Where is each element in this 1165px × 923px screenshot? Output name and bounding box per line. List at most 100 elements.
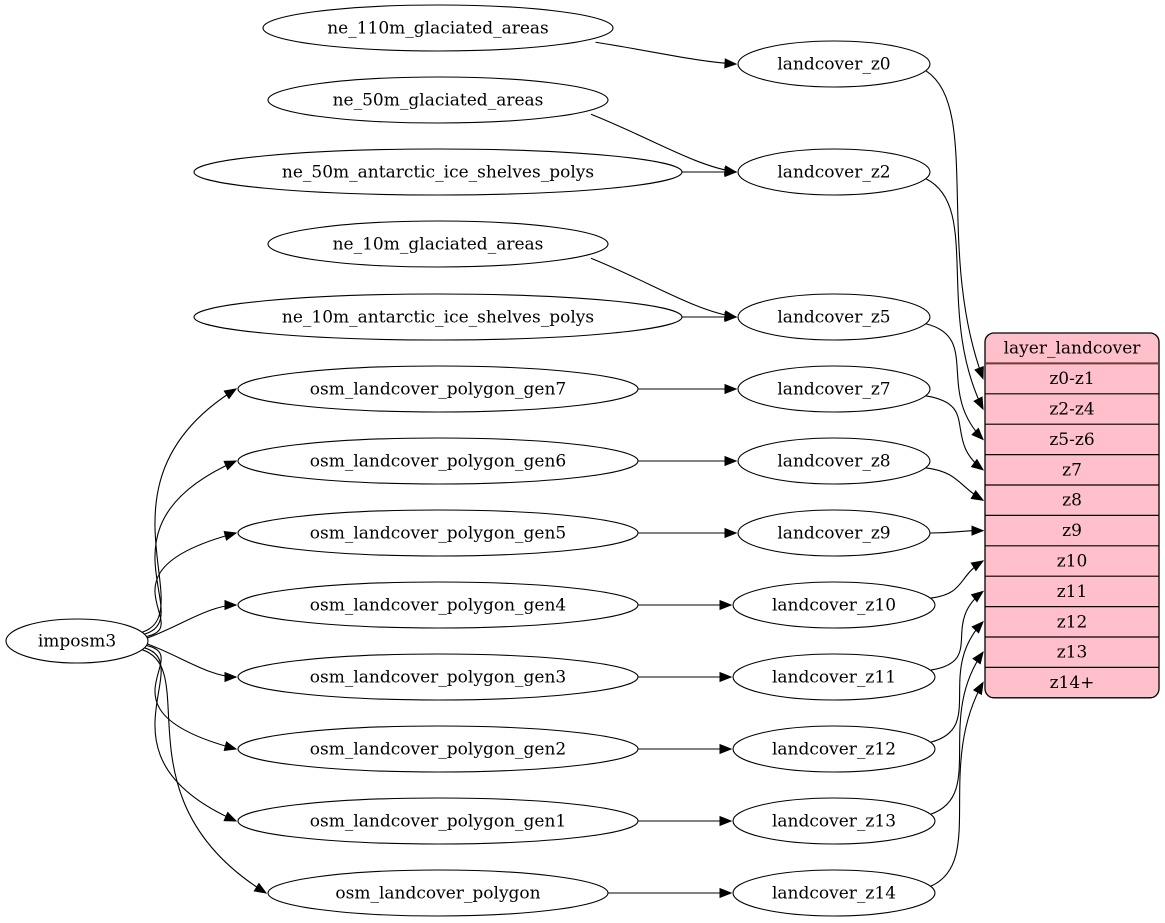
node-label: osm_landcover_polygon_gen6 [310, 452, 566, 472]
graph-node-ne_10m_antarctic_ice_shelves_polys[interactable]: ne_10m_antarctic_ice_shelves_polys [193, 293, 683, 341]
node-shape [732, 581, 936, 629]
node-label: imposm3 [38, 632, 116, 652]
edge-imposm3-to-osm_landcover_polygon_gen1 [142, 646, 237, 822]
node-shape [737, 509, 931, 557]
node-shape [732, 869, 936, 917]
edge-arrowhead [719, 671, 733, 683]
table-row-z2-z4[interactable]: z2-z4 [1049, 400, 1094, 420]
graph-node-ne_50m_antarctic_ice_shelves_polys[interactable]: ne_50m_antarctic_ice_shelves_polys [193, 148, 683, 196]
graph-node-ne_10m_glaciated_areas[interactable]: ne_10m_glaciated_areas [267, 220, 609, 268]
node-shape [237, 725, 639, 773]
graph-node-landcover_z12[interactable]: landcover_z12 [732, 725, 936, 773]
edge-arrowhead [972, 651, 984, 665]
node-label: landcover_z13 [772, 812, 896, 832]
graph-node-landcover_z13[interactable]: landcover_z13 [732, 797, 936, 845]
graph-node-imposm3[interactable]: imposm3 [5, 618, 149, 664]
edge-arrowhead [719, 743, 733, 755]
edge-imposm3-to-osm_landcover_polygon [142, 649, 267, 894]
graph-node-ne_50m_glaciated_areas[interactable]: ne_50m_glaciated_areas [267, 76, 609, 124]
node-shape [5, 618, 149, 664]
node-label: landcover_z2 [777, 163, 890, 183]
node-label: osm_landcover_polygon_gen3 [310, 668, 566, 688]
node-shape [267, 869, 609, 917]
graph-node-osm_landcover_polygon_gen2[interactable]: osm_landcover_polygon_gen2 [237, 725, 639, 773]
node-label: ne_10m_antarctic_ice_shelves_polys [282, 308, 594, 328]
table-row-z5-z6[interactable]: z5-z6 [1049, 430, 1094, 450]
node-label: landcover_z0 [777, 55, 890, 75]
edge-landcover_z13-to-z13 [930, 651, 984, 815]
node-label: osm_landcover_polygon [335, 884, 540, 904]
node-label: landcover_z10 [772, 596, 896, 616]
table-layer-landcover[interactable]: layer_landcoverz0-z1z2-z4z5-z6z7z8z9z10z… [984, 332, 1160, 699]
node-label: osm_landcover_polygon_gen1 [310, 812, 566, 832]
graph-node-osm_landcover_polygon[interactable]: osm_landcover_polygon [267, 869, 609, 917]
node-label: osm_landcover_polygon_gen2 [310, 740, 566, 760]
edge-arrowhead [724, 383, 738, 395]
edge-arrowhead [724, 58, 738, 69]
table-row-z11[interactable]: z11 [1057, 582, 1088, 602]
node-shape [237, 509, 639, 557]
edge-imposm3-to-osm_landcover_polygon_gen7 [142, 388, 237, 633]
table-row-z7[interactable]: z7 [1062, 460, 1082, 480]
node-shape [267, 76, 609, 124]
table-row-z12[interactable]: z12 [1057, 612, 1088, 632]
edge-arrowhead [972, 681, 984, 696]
nodes-layer: imposm3 ne_110m_glaciated_areas ne_50m_gla… [5, 4, 1160, 917]
graph-node-osm_landcover_polygon_gen7[interactable]: osm_landcover_polygon_gen7 [237, 365, 639, 413]
table-row-z0-z1[interactable]: z0-z1 [1049, 369, 1094, 389]
graph-node-landcover_z10[interactable]: landcover_z10 [732, 581, 936, 629]
edge-arrowhead [223, 741, 238, 752]
graph-node-osm_landcover_polygon_gen6[interactable]: osm_landcover_polygon_gen6 [237, 437, 639, 485]
node-shape [732, 725, 936, 773]
table-row-z10[interactable]: z10 [1057, 552, 1088, 572]
edge-landcover_z7-to-z7 [926, 395, 984, 471]
graph-node-osm_landcover_polygon_gen4[interactable]: osm_landcover_polygon_gen4 [237, 581, 639, 629]
node-label: ne_110m_glaciated_areas [327, 19, 549, 39]
graph-node-landcover_z7[interactable]: landcover_z7 [737, 365, 931, 413]
graph-node-landcover_z9[interactable]: landcover_z9 [737, 509, 931, 557]
edge-arrowhead [223, 530, 238, 541]
edge-arrowhead [970, 490, 985, 501]
graph-node-landcover_z8[interactable]: landcover_z8 [737, 437, 931, 485]
edge-arrowhead [224, 671, 238, 683]
table-row-z8[interactable]: z8 [1062, 491, 1082, 511]
node-label: ne_50m_antarctic_ice_shelves_polys [282, 163, 594, 183]
graph-node-osm_landcover_polygon_gen5[interactable]: osm_landcover_polygon_gen5 [237, 509, 639, 557]
graph-node-osm_landcover_polygon_gen1[interactable]: osm_landcover_polygon_gen1 [237, 797, 639, 845]
edge-ne_10m_glaciated_areas-to-landcover_z5 [590, 257, 737, 318]
edge-landcover_z11-to-z11 [930, 590, 984, 671]
edge-arrowhead [970, 458, 985, 471]
edge-arrowhead [224, 599, 238, 611]
node-label: ne_50m_glaciated_areas [333, 91, 544, 111]
edge-landcover_z5-to-z5-z6 [926, 323, 984, 440]
node-label: osm_landcover_polygon_gen4 [310, 596, 566, 616]
edge-arrowhead [724, 527, 738, 539]
edge-arrowhead [223, 811, 238, 822]
edge-arrowhead [253, 882, 268, 894]
edge-arrowhead [971, 525, 985, 536]
node-label: ne_10m_glaciated_areas [333, 235, 544, 255]
table-row-z14+[interactable]: z14+ [1050, 673, 1095, 693]
graph-node-ne_110m_glaciated_areas[interactable]: ne_110m_glaciated_areas [262, 4, 614, 52]
edge-imposm3-to-osm_landcover_polygon_gen5 [142, 532, 237, 638]
graph-node-osm_landcover_polygon_gen3[interactable]: osm_landcover_polygon_gen3 [237, 653, 639, 701]
node-shape [193, 148, 683, 196]
edge-arrowhead [970, 590, 985, 603]
node-label: landcover_z8 [777, 452, 890, 472]
node-shape [262, 4, 614, 52]
node-shape [237, 365, 639, 413]
edge-arrowhead [223, 460, 238, 471]
edge-landcover_z2-to-z2-z4 [925, 178, 984, 410]
edge-arrowhead [974, 366, 984, 380]
graph-node-landcover_z11[interactable]: landcover_z11 [732, 653, 936, 701]
graph-node-landcover_z2[interactable]: landcover_z2 [737, 148, 931, 196]
table-row-z13[interactable]: z13 [1057, 643, 1088, 663]
graph-node-landcover_z14[interactable]: landcover_z14 [732, 869, 936, 917]
node-label: landcover_z11 [772, 668, 896, 688]
edge-arrowhead [970, 560, 985, 572]
graph-node-landcover_z5[interactable]: landcover_z5 [737, 293, 931, 341]
graph-node-landcover_z0[interactable]: landcover_z0 [737, 40, 931, 88]
table-row-z9[interactable]: z9 [1062, 521, 1082, 541]
